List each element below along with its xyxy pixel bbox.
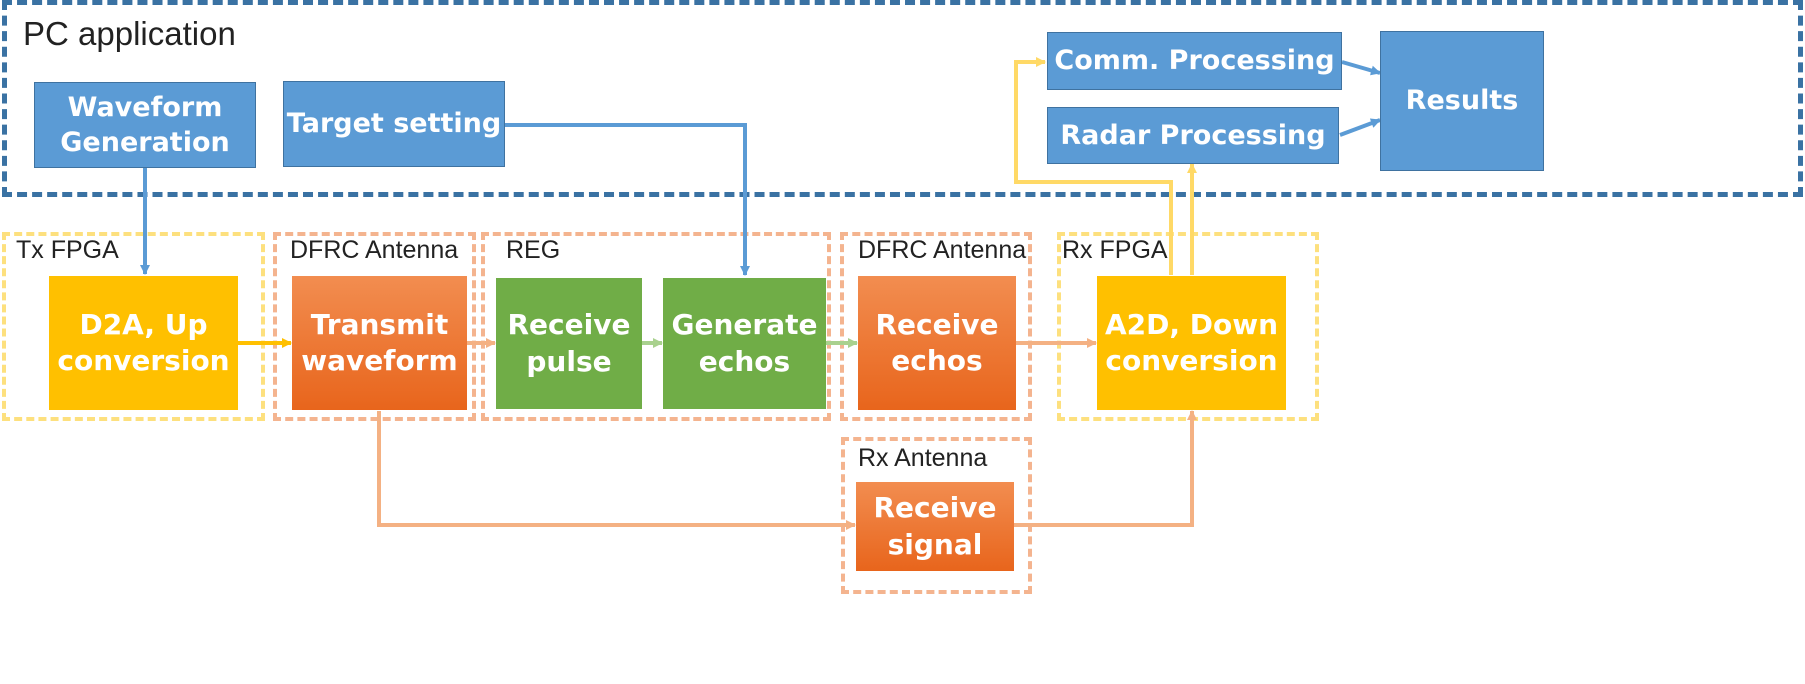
block-receive-echos: Receive echos (858, 276, 1016, 410)
group-label-rx-antenna: Rx Antenna (858, 444, 988, 472)
block-target-setting: Target setting (283, 81, 505, 167)
group-label-pc-application: PC application (23, 15, 236, 52)
block-receive-signal: Receive signal (856, 482, 1014, 571)
group-pc-application (2, 0, 1803, 197)
group-dfrc-antenna-rx (840, 232, 1032, 421)
block-transmit-waveform: Transmit waveform (292, 276, 467, 410)
arrow-receive-signal-to-a2d (1014, 410, 1197, 527)
group-label-rx-fpga: Rx FPGA (1062, 236, 1168, 264)
group-tx-fpga (2, 232, 265, 421)
block-receive-pulse: Receive pulse (496, 278, 642, 409)
block-d2a-up-conversion: D2A, Up conversion (49, 276, 238, 410)
group-label-reg: REG (506, 236, 561, 264)
block-waveform-generation: Waveform Generation (34, 82, 256, 168)
group-dfrc-antenna-tx (273, 232, 476, 421)
group-reg (481, 232, 831, 421)
arrow-comm-to-results (1341, 60, 1381, 76)
block-comm-processing: Comm. Processing (1047, 32, 1342, 90)
group-label-dfrc-antenna-rx: DFRC Antenna (858, 236, 1027, 264)
block-radar-processing: Radar Processing (1047, 107, 1339, 164)
group-label-dfrc-antenna-tx: DFRC Antenna (290, 236, 459, 264)
block-generate-echos: Generate echos (663, 278, 826, 409)
arrow-radar-to-results (1339, 118, 1381, 137)
block-a2d-down-conversion: A2D, Down conversion (1097, 276, 1286, 410)
block-results: Results (1380, 31, 1544, 171)
arrow-target-to-generate-echos (505, 123, 750, 276)
group-rx-antenna (841, 437, 1032, 594)
arrow-transmit-to-receive-signal (377, 411, 856, 530)
arrow-a2d-to-comm (1014, 57, 1173, 275)
group-label-tx-fpga: Tx FPGA (16, 236, 119, 264)
